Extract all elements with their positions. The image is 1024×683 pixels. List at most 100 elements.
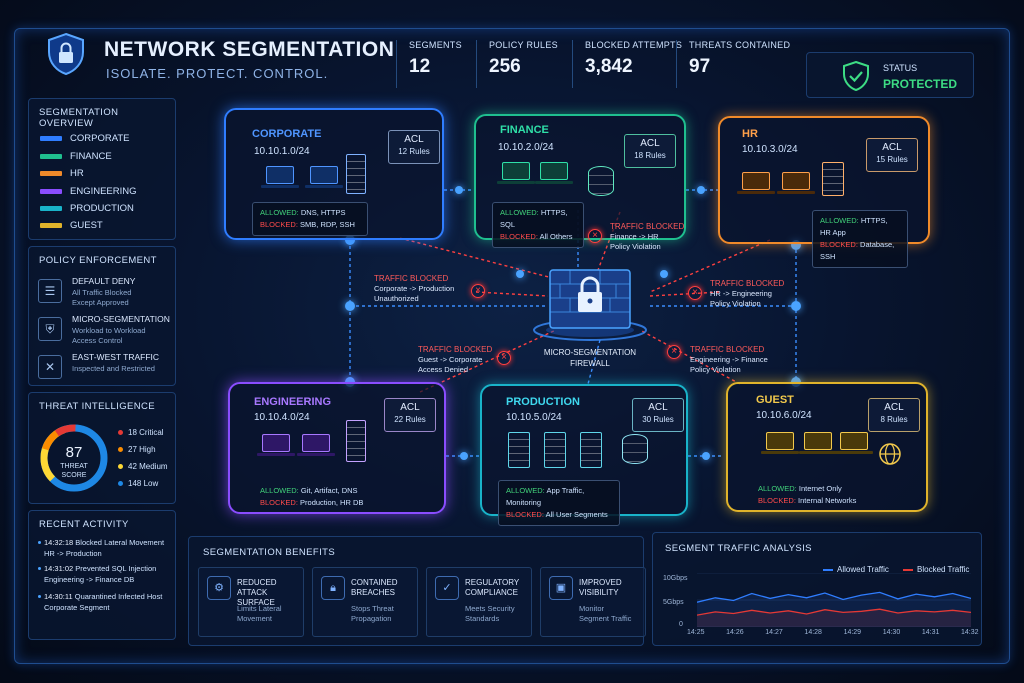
y-tick-label: 0 — [679, 621, 683, 628]
x-tick-label: 14:25 — [687, 629, 705, 636]
x-tick-label: 14:30 — [882, 629, 901, 636]
legend-item-corporate[interactable]: CORPORATE — [40, 133, 129, 144]
x-tick-label: 14:28 — [804, 629, 822, 636]
status-panel: STATUS PROTECTED — [806, 52, 974, 98]
laptop-icon — [297, 434, 335, 456]
legend-item-guest[interactable]: GUEST — [40, 220, 103, 231]
series-area-blocked — [697, 609, 971, 627]
legend-swatch — [40, 189, 62, 194]
zone-rules: ALLOWED: Git, Artifact, DNS BLOCKED: Pro… — [260, 486, 364, 507]
stat-label: SEGMENTS — [409, 40, 462, 50]
database-icon — [622, 434, 648, 464]
network-node — [345, 301, 355, 311]
legend-item-hr[interactable]: HR — [40, 168, 84, 179]
legend-swatch — [40, 171, 62, 176]
blocked-x-icon: × — [688, 286, 702, 300]
policy-micro-segmentation[interactable]: ⛨ MICRO-SEGMENTATION Workload to Workloa… — [38, 314, 178, 352]
network-node — [660, 270, 668, 278]
network-node — [460, 452, 468, 460]
stat-blocked-attempts: BLOCKED ATTEMPTS 3,842 — [572, 40, 682, 88]
chart-title: SEGMENT TRAFFIC ANALYSIS — [665, 543, 812, 554]
page-title: NETWORK SEGMENTATION — [104, 38, 395, 61]
zone-name: FINANCE — [500, 124, 549, 136]
page-subtitle: ISOLATE. PROTECT. CONTROL. — [106, 66, 329, 81]
zone-rules: ALLOWED: DNS, HTTPS BLOCKED: SMB, RDP, S… — [252, 202, 368, 236]
threat-score-value: 87 — [66, 444, 83, 461]
laptop-icon — [799, 432, 837, 454]
zone-rules: ALLOWED: HTTPS, HR App BLOCKED: Database… — [812, 210, 908, 268]
laptop-icon — [761, 432, 799, 454]
segment-traffic-panel: SEGMENT TRAFFIC ANALYSIS Allowed Traffic… — [652, 532, 982, 646]
x-tick-label: 14:29 — [843, 629, 862, 636]
legend-label: HR — [70, 168, 84, 179]
policy-enforcement-panel: POLICY ENFORCEMENT — [28, 246, 176, 386]
legend-label: GUEST — [70, 220, 103, 231]
laptop-icon — [777, 172, 815, 194]
x-tick-label: 14:27 — [765, 629, 783, 636]
stat-value: 97 — [689, 56, 711, 77]
stat-value: 12 — [409, 56, 431, 77]
laptop-icon — [257, 434, 295, 456]
legend-label: ENGINEERING — [70, 186, 137, 197]
panel-title: SEGMENTATION BENEFITS — [203, 547, 336, 558]
monitor-icon: ▣ — [549, 576, 573, 600]
legend-item-production[interactable]: PRODUCTION — [40, 203, 134, 214]
legend-swatch — [40, 206, 62, 211]
legend-swatch — [40, 154, 62, 159]
zone-name: ENGINEERING — [254, 396, 332, 408]
panel-title: SEGMENTATION OVERVIEW — [39, 107, 119, 129]
zone-subnet: 10.10.6.0/24 — [756, 410, 812, 421]
zone-subnet: 10.10.3.0/24 — [742, 144, 798, 155]
x-tick-label: 14:32 — [961, 629, 979, 636]
stat-value: 256 — [489, 56, 521, 77]
segmentation-overview-panel: SEGMENTATION OVERVIEW — [28, 98, 176, 240]
blocked-x-icon: × — [667, 345, 681, 359]
blocked-x-icon: × — [471, 284, 485, 298]
zone-name: PRODUCTION — [506, 396, 580, 408]
server-icon — [580, 432, 602, 468]
laptop-icon — [261, 166, 299, 188]
blocked-x-icon: × — [497, 351, 511, 365]
policy-east-west-traffic[interactable]: ✕ EAST-WEST TRAFFIC Inspected and Restri… — [38, 352, 178, 390]
globe-icon — [879, 443, 901, 465]
threat-score-donut: 87 THREAT SCORE — [40, 424, 108, 492]
legend-item-engineering[interactable]: ENGINEERING — [40, 186, 137, 197]
server-icon — [346, 154, 366, 194]
chart-legend-blocked[interactable]: Blocked Traffic — [903, 565, 969, 574]
status-value: PROTECTED — [883, 77, 958, 91]
dashboard-frame — [14, 28, 1010, 664]
policy-title: DEFAULT DENY — [72, 276, 136, 286]
chart-legend-allowed[interactable]: Allowed Traffic — [823, 565, 889, 574]
zone-name: CORPORATE — [252, 128, 322, 140]
shield-gear-icon: ⚙ — [207, 576, 231, 600]
legend-item-finance[interactable]: FINANCE — [40, 151, 112, 162]
network-node — [702, 452, 710, 460]
